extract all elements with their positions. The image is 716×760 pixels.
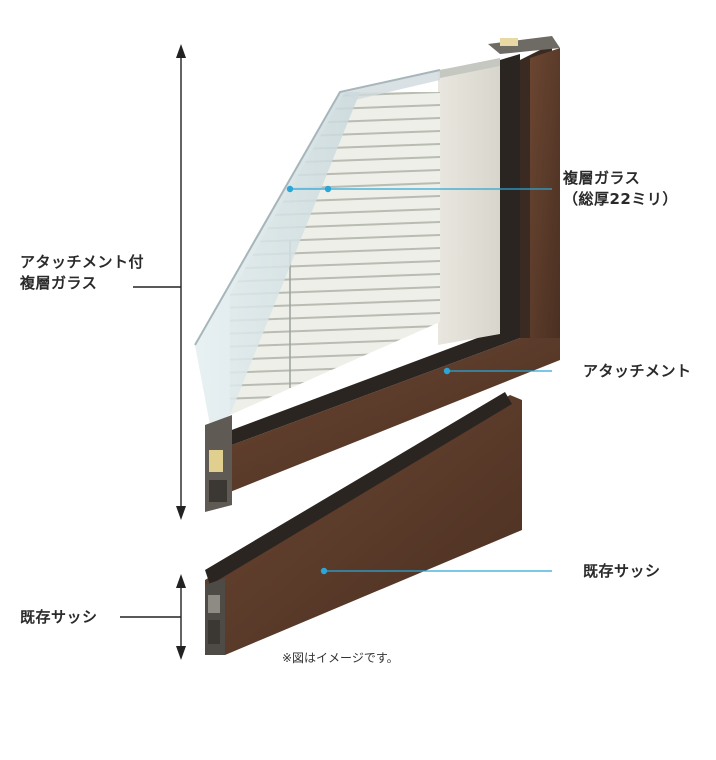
attachment-glass-label-line1: アタッチメント付 bbox=[20, 253, 145, 271]
attachment-glass-label-line2: 複層ガラス bbox=[20, 274, 98, 292]
sash-dimension-arrow bbox=[120, 574, 186, 660]
existing-sash-bar bbox=[205, 392, 522, 655]
image-note: ※図はイメージです。 bbox=[282, 651, 399, 665]
height-dimension-arrow bbox=[133, 44, 186, 520]
attachment-glass-label: アタッチメント付 複層ガラス bbox=[20, 252, 144, 294]
double-glass-label-line1: 複層ガラス bbox=[563, 169, 641, 187]
leader-lines bbox=[286, 185, 552, 575]
double-glass-label-line2: （総厚22ミリ） bbox=[563, 190, 678, 208]
existing-sash-right-label: 既存サッシ bbox=[583, 562, 661, 580]
attachment-label: アタッチメント bbox=[583, 362, 692, 380]
double-glass-label: 複層ガラス （総厚22ミリ） bbox=[563, 168, 678, 210]
existing-sash-left-label: 既存サッシ bbox=[20, 608, 98, 626]
